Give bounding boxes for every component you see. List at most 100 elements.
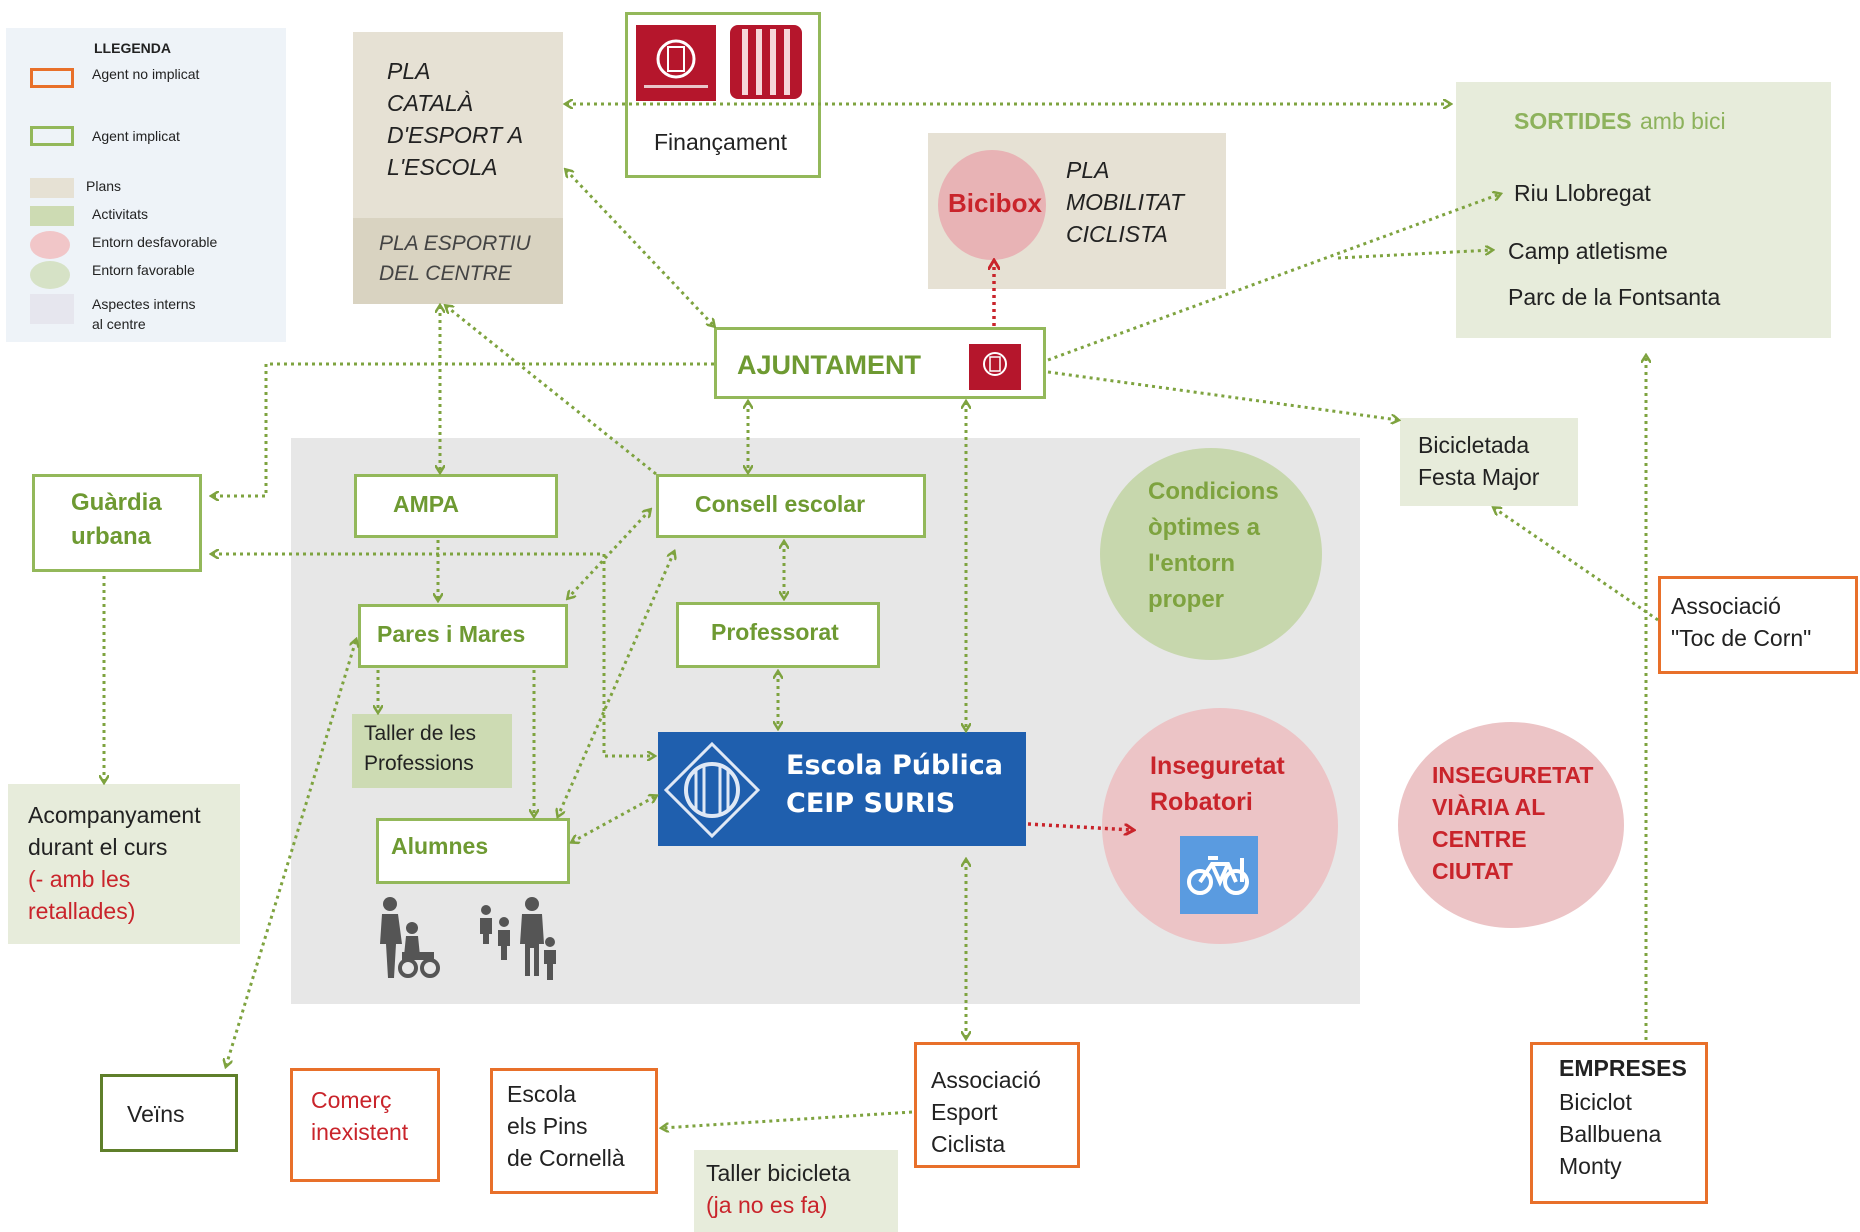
bicibox-label: Bicibox (948, 188, 1042, 218)
empresa-item: Monty (1559, 1153, 1622, 1179)
catalonia-flag-logo (728, 23, 804, 101)
family-walking-icon (372, 896, 442, 980)
taller-line: Taller de les (364, 722, 477, 745)
viaria-line: CENTRE (1432, 826, 1527, 852)
condicions-line: l'entorn (1148, 550, 1236, 577)
taller-line: Professions (364, 752, 474, 775)
link-toc-bicicletada (1494, 508, 1659, 622)
sortides-subtitle: amb bici (1640, 108, 1726, 134)
legend-label: Entorn favorable (92, 262, 195, 278)
toc-line: Associació (1671, 593, 1781, 619)
comerc-box: Comerç inexistent (290, 1068, 440, 1182)
condicions-line: òptimes a (1148, 514, 1261, 541)
bicicletada-line: Bicicletada (1418, 432, 1530, 458)
professorat-box: Professorat (676, 602, 880, 668)
legend-swatch-agent-yes (30, 126, 74, 146)
acompanyament-line: durant el curs (28, 834, 168, 860)
pla-esportiu-centre: PLA ESPORTIU DEL CENTRE (353, 218, 563, 304)
bicicletada-box: Bicicletada Festa Major (1400, 418, 1578, 506)
plan-line: PLA ESPORTIU (379, 232, 531, 255)
plan-line: L'ESCOLA (387, 154, 498, 180)
sortides-title: SORTIDES (1514, 108, 1632, 134)
plan-line: DEL CENTRE (379, 262, 512, 285)
escola-line2: CEIP SURIS (786, 788, 956, 819)
family-group-icon (476, 896, 560, 984)
legend-label: Plans (86, 178, 122, 194)
financament-label: Finançament (654, 129, 787, 155)
veins-label: Veïns (127, 1101, 185, 1127)
legend-label: Agent no implicat (92, 66, 200, 82)
plan-line: CATALÀ (387, 90, 474, 116)
link-pla-ajuntament (566, 170, 714, 326)
pins-line: de Cornellà (507, 1145, 625, 1171)
empresa-item: Ballbuena (1559, 1121, 1662, 1147)
taller-bicicleta-box: Taller bicicleta (ja no es fa) (694, 1150, 898, 1232)
legend-label: Agent implicat (92, 128, 180, 144)
plan-line: PLA (1066, 157, 1110, 183)
taller-professions-box: Taller de les Professions (352, 714, 512, 788)
robatori-line: Inseguretat (1150, 752, 1285, 780)
associacio-esport-ciclista-box: Associació Esport Ciclista (914, 1042, 1080, 1168)
pares-label: Pares i Mares (377, 621, 526, 647)
veins-box: Veïns (100, 1074, 238, 1152)
escola-logo-icon (662, 740, 762, 840)
legend-label: Aspectes interns (92, 296, 196, 312)
esport-line: Ciclista (931, 1131, 1006, 1157)
sortides-box: SORTIDES amb bici Riu Llobregat Camp atl… (1456, 82, 1831, 338)
robatori-line: Robatori (1150, 788, 1253, 816)
consell-escolar-box: Consell escolar (656, 474, 926, 538)
legend-swatch-plans (30, 178, 74, 198)
taller-bici-line: Taller bicicleta (706, 1160, 851, 1186)
legend-label: Entorn desfavorable (92, 234, 218, 250)
legend-title: LLEGENDA (94, 40, 171, 56)
inseguretat-viaria-circle (1398, 722, 1624, 928)
legend: LLEGENDA Agent no implicat Agent implica… (6, 28, 286, 342)
pins-line: els Pins (507, 1113, 588, 1139)
legend-swatch-activitats (30, 206, 74, 226)
viaria-line: VIÀRIA AL (1432, 794, 1546, 820)
empresa-item: Biciclot (1559, 1089, 1632, 1115)
ajuntament-cornella-logo (636, 25, 716, 101)
comerc-line: Comerç (311, 1087, 392, 1113)
taller-bici-note: (ja no es fa) (706, 1192, 828, 1218)
legend-swatch-desfavorable (30, 231, 70, 259)
guardia-line: Guàrdia (71, 489, 162, 516)
acompanyament-note: retallades) (28, 898, 136, 924)
toc-line: "Toc de Corn" (1671, 625, 1812, 651)
plan-line: MOBILITAT (1066, 189, 1184, 215)
legend-label: Activitats (92, 206, 149, 222)
esport-line: Associació (931, 1067, 1041, 1093)
professorat-label: Professorat (711, 619, 839, 645)
link-ajuntament-bicicletada (1047, 370, 1398, 420)
empreses-box: EMPRESES Biciclot Ballbuena Monty (1530, 1042, 1708, 1204)
escola-pins-box: Escola els Pins de Cornellà (490, 1068, 658, 1194)
acompanyament-note: (- amb les (28, 866, 131, 892)
bicibox-circle (938, 150, 1046, 260)
sortida-item: Riu Llobregat (1514, 180, 1651, 206)
alumnes-box: Alumnes (376, 818, 570, 884)
legend-label: al centre (92, 316, 146, 332)
escola-line1: Escola Pública (786, 750, 1004, 781)
viaria-line: INSEGURETAT (1432, 762, 1594, 788)
pla-catala-esport: PLA CATALÀ D'ESPORT A L'ESCOLA (353, 32, 563, 218)
ajuntament-box: AJUNTAMENT (714, 327, 1046, 399)
link-associacio-pins (662, 1110, 913, 1128)
ajuntament-label: AJUNTAMENT (737, 350, 921, 380)
financament-box: Finançament (625, 12, 821, 178)
condicions-line: Condicions (1148, 478, 1279, 505)
esport-line: Esport (931, 1099, 998, 1125)
alumnes-label: Alumnes (391, 833, 489, 859)
viaria-line: CIUTAT (1432, 858, 1513, 884)
ampa-box: AMPA (354, 474, 558, 538)
guardia-urbana-box: Guàrdia urbana (32, 474, 202, 572)
toc-de-corn-box: Associació "Toc de Corn" (1658, 576, 1858, 674)
sortida-item: Camp atletisme (1508, 238, 1668, 264)
comerc-line: inexistent (311, 1119, 409, 1145)
condicions-circle (1100, 448, 1322, 660)
legend-swatch-favorable (30, 261, 70, 289)
plan-line: PLA (387, 58, 431, 84)
ajuntament-logo (969, 344, 1021, 390)
legend-swatch-agent-no (30, 68, 74, 88)
consell-label: Consell escolar (695, 491, 866, 517)
pares-mares-box: Pares i Mares (358, 604, 568, 668)
